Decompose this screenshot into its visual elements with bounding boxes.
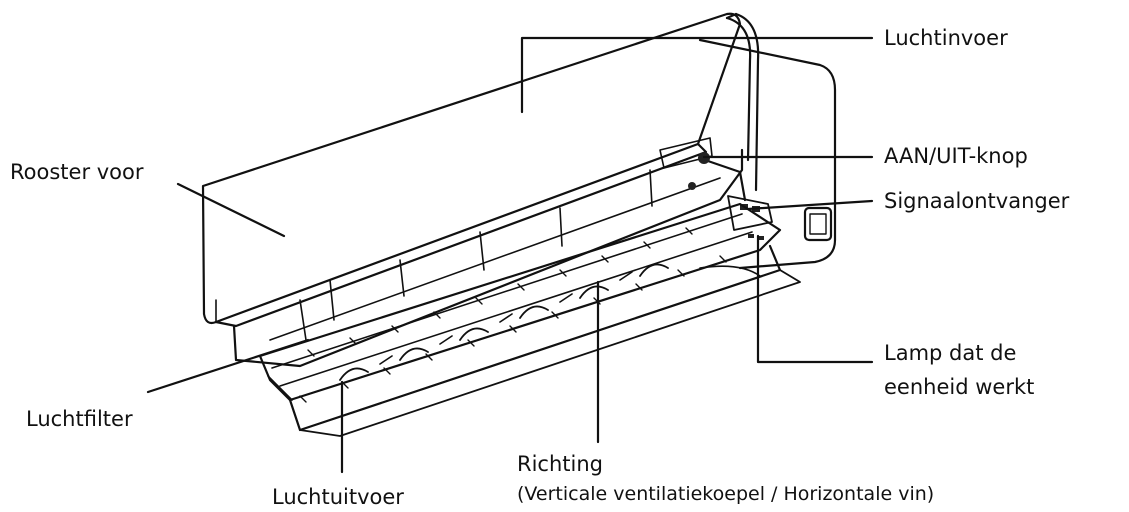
label-operation-lamp-line1: Lamp dat de <box>884 341 1017 365</box>
vane-assembly <box>258 202 801 437</box>
label-air-inlet: Luchtinvoer <box>884 26 1008 50</box>
unit-body <box>698 12 837 270</box>
leader-signal-receiver <box>746 199 874 211</box>
label-air-filter: Luchtfilter <box>26 407 133 431</box>
label-on-off-button: AAN/UIT-knop <box>884 144 1028 168</box>
leader-operation-lamp <box>756 234 874 364</box>
front-panel <box>201 12 742 328</box>
label-front-grille: Rooster voor <box>10 160 144 184</box>
leader-air-inlet <box>520 36 874 114</box>
label-direction-line1: Richting <box>517 452 603 476</box>
label-signal-receiver: Signaalontvanger <box>884 189 1070 213</box>
label-air-outlet: Luchtuitvoer <box>272 485 404 509</box>
leader-air-filter <box>146 338 310 394</box>
label-operation-lamp-line2: eenheid werkt <box>884 375 1035 399</box>
leader-front-grille <box>176 182 286 238</box>
inner-frame <box>232 137 744 368</box>
label-direction-line2: (Verticale ventilatiekoepel / Horizontal… <box>517 483 935 505</box>
leader-lines <box>146 36 874 474</box>
